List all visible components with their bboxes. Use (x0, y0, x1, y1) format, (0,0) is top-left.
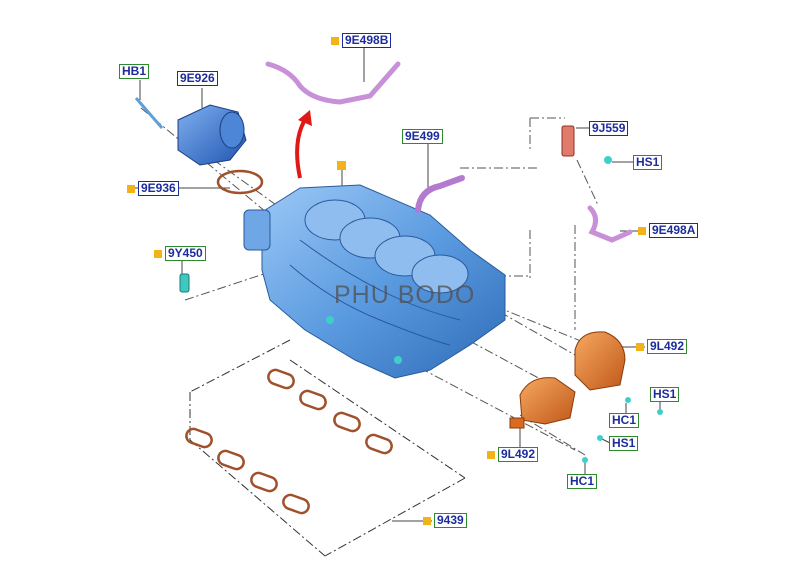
callout-9e499[interactable]: 9E499 (402, 129, 443, 144)
actuator-9l492-left (509, 377, 576, 429)
red-arrow-head (298, 110, 312, 126)
marker-square (154, 249, 162, 258)
marker-square (638, 226, 646, 235)
callout-hs1-mid[interactable]: HS1 (650, 387, 680, 402)
callout-label: 9E498A (649, 223, 699, 238)
clip-hc1-mid (625, 397, 631, 403)
callout-label: 9Y450 (165, 246, 206, 261)
clip-hs1-mid (657, 409, 663, 415)
gasket-set-bracket (189, 339, 466, 557)
callout-label: 9E926 (177, 71, 218, 86)
throttle-gasket (216, 169, 264, 195)
callout-hc1-bottom[interactable]: HC1 (567, 474, 598, 489)
callout-9l492-left[interactable]: 9L492 (487, 447, 539, 462)
callout-hb1[interactable]: HB1 (119, 64, 150, 79)
callout-label: 9J559 (589, 121, 629, 136)
clip-hs1-top (604, 156, 612, 164)
callout-9l492-right[interactable]: 9L492 (636, 339, 688, 354)
sensor-9y450 (179, 273, 190, 293)
callout-9e926[interactable]: 9E926 (177, 71, 218, 86)
callout-label: 9E498B (342, 33, 392, 48)
callout-label: 9L492 (498, 447, 539, 462)
callout-9e498b[interactable]: 9E498B (331, 33, 392, 48)
marker-square (636, 342, 644, 351)
callout-label: HB1 (119, 64, 150, 79)
callout-hc1-mid[interactable]: HC1 (609, 413, 640, 428)
callout-label: 9E936 (138, 181, 179, 196)
callout-9j559[interactable]: 9J559 (589, 121, 629, 136)
intake-manifold (243, 184, 506, 379)
marker-square (337, 161, 346, 170)
callout-9e936[interactable]: 9E936 (127, 181, 179, 196)
callout-9e498a[interactable]: 9E498A (638, 223, 699, 238)
marker-square (127, 184, 135, 193)
callout-label: 9439 (434, 513, 467, 528)
throttle-body (177, 104, 247, 166)
marker-square (331, 36, 339, 45)
callout-label: HS1 (609, 436, 639, 451)
throttle-bolt (134, 97, 164, 129)
callout-label: HC1 (609, 413, 640, 428)
marker-square (423, 516, 431, 525)
callout-hs1-top[interactable]: HS1 (633, 155, 663, 170)
tube-9e499 (415, 175, 465, 213)
actuator-9l492-right (574, 331, 626, 391)
clip-hc1-bottom (582, 457, 588, 463)
pcv-tube-top (265, 61, 401, 105)
callout-label: 9E499 (402, 129, 443, 144)
callout-label: HC1 (567, 474, 598, 489)
red-arrow (295, 116, 308, 179)
valve-9j559 (561, 125, 575, 157)
callout-hs1-low[interactable]: HS1 (609, 436, 639, 451)
gasket-set-9439 (185, 368, 393, 515)
callout-label: HS1 (650, 387, 680, 402)
callout-9439[interactable]: 9439 (423, 513, 467, 528)
callout-9y450[interactable]: 9Y450 (154, 246, 206, 261)
marker-square (487, 450, 495, 459)
callout-label: 9L492 (647, 339, 688, 354)
callout-label: HS1 (633, 155, 663, 170)
watermark: PHU BODO (334, 281, 476, 309)
pcv-tube-right (587, 205, 633, 243)
clip-hs1-low (597, 435, 603, 441)
